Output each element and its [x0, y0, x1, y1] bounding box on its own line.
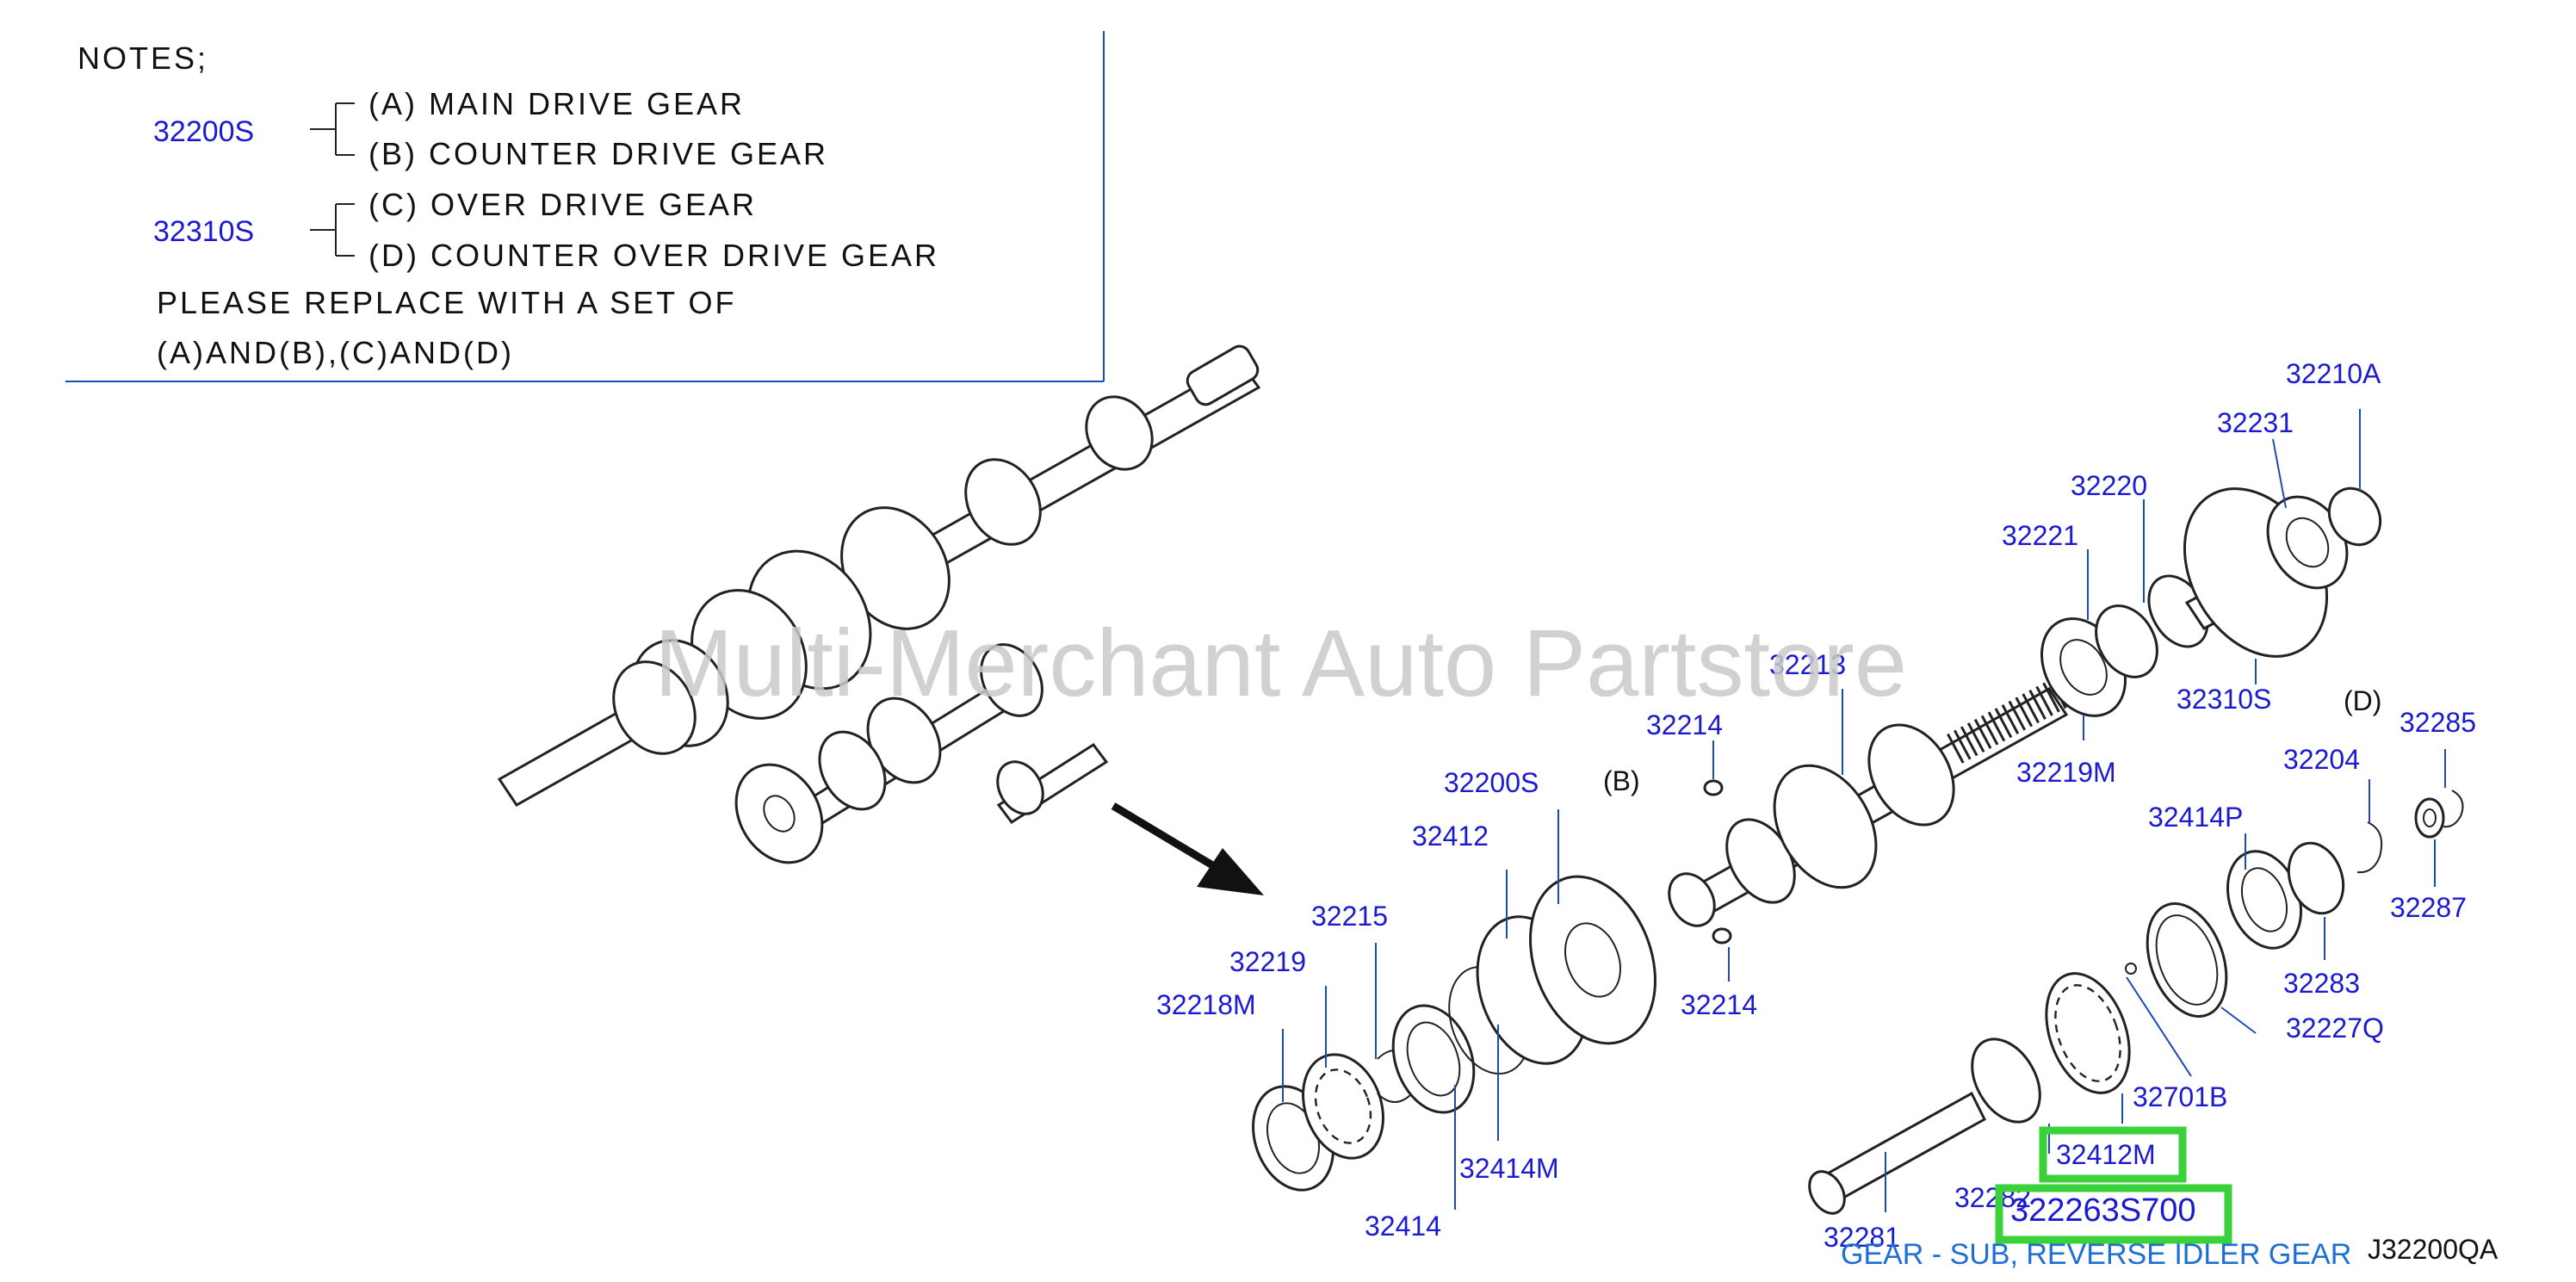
- marker-d: (D): [2344, 685, 2381, 716]
- part-label-32214-top[interactable]: 32214: [1646, 709, 1723, 740]
- overview-assembly: [497, 344, 1261, 864]
- part-label-32200S[interactable]: 32200S: [1444, 767, 1539, 798]
- highlight-box-322263S700: [1995, 1184, 2232, 1244]
- part-label-32215[interactable]: 32215: [1311, 901, 1388, 932]
- direction-arrow: [1111, 802, 1264, 895]
- main-shaft-assembly: [1668, 486, 2382, 944]
- part-label-32283[interactable]: 32283: [2283, 968, 2360, 999]
- notes-part-32200S[interactable]: 32200S: [153, 115, 254, 148]
- watermark: Multi-Merchant Auto Partstore: [654, 610, 1907, 716]
- notes-bracket-1: [310, 102, 355, 156]
- marker-b: (B): [1603, 765, 1640, 796]
- notes-bracket-2: [310, 203, 355, 257]
- leader-lines: [1282, 409, 2446, 1212]
- notes-title: NOTES;: [77, 40, 208, 76]
- part-label-32221[interactable]: 32221: [2002, 520, 2078, 551]
- notes-over-drive-gear: (C) OVER DRIVE GEAR: [368, 187, 757, 222]
- part-label-32701B[interactable]: 32701B: [2133, 1081, 2227, 1112]
- part-label-32414P[interactable]: 32414P: [2148, 802, 2243, 833]
- part-label-32227Q[interactable]: 32227Q: [2286, 1013, 2384, 1044]
- part-caption: GEAR - SUB, REVERSE IDLER GEAR: [1841, 1238, 2351, 1271]
- notes-replace-sets: (A)AND(B),(C)AND(D): [157, 335, 514, 370]
- part-label-32210A[interactable]: 32210A: [2286, 358, 2381, 389]
- part-label-32219M[interactable]: 32219M: [2016, 757, 2116, 788]
- part-label-32414[interactable]: 32414: [1365, 1211, 1441, 1242]
- part-label-32285[interactable]: 32285: [2400, 707, 2476, 738]
- highlight-box-32412M: [2039, 1126, 2187, 1183]
- part-label-32414M[interactable]: 32414M: [1459, 1153, 1559, 1184]
- part-label-32213[interactable]: 32213: [1769, 649, 1846, 680]
- part-labels: 32210A 32231 32220 32221 32213 32214 322…: [1156, 358, 2476, 1253]
- reverse-idler-assembly: [1808, 790, 2464, 1215]
- notes-counter-drive-gear: (B) COUNTER DRIVE GEAR: [368, 136, 828, 171]
- part-label-32281[interactable]: 32281: [1824, 1222, 1900, 1253]
- notes-box: NOTES; 32200S (A) MAIN DRIVE GEAR (B) CO…: [65, 31, 1105, 382]
- notes-replace-instruction: PLEASE REPLACE WITH A SET OF: [157, 285, 737, 320]
- notes-counter-over-drive-gear: (D) COUNTER OVER DRIVE GEAR: [368, 238, 939, 273]
- part-label-32204[interactable]: 32204: [2283, 744, 2360, 775]
- part-label-32412[interactable]: 32412: [1412, 821, 1489, 852]
- part-label-32214-bottom[interactable]: 32214: [1681, 989, 1757, 1020]
- part-label-32231[interactable]: 32231: [2217, 407, 2294, 438]
- notes-main-drive-gear: (A) MAIN DRIVE GEAR: [368, 86, 745, 121]
- part-label-32287[interactable]: 32287: [2390, 892, 2467, 923]
- counter-gear-stack: [1252, 875, 1656, 1192]
- part-label-32412M[interactable]: 32412M: [2056, 1139, 2156, 1170]
- part-label-322263S700[interactable]: 322263S700: [2010, 1192, 2196, 1229]
- notes-part-32310S[interactable]: 32310S: [153, 215, 254, 248]
- part-label-32220[interactable]: 32220: [2071, 470, 2147, 501]
- part-label-32219[interactable]: 32219: [1229, 946, 1306, 977]
- diagram-id: J32200QA: [2368, 1234, 2499, 1265]
- part-label-32310S[interactable]: 32310S: [2177, 684, 2271, 715]
- part-label-32218M[interactable]: 32218M: [1156, 989, 1256, 1020]
